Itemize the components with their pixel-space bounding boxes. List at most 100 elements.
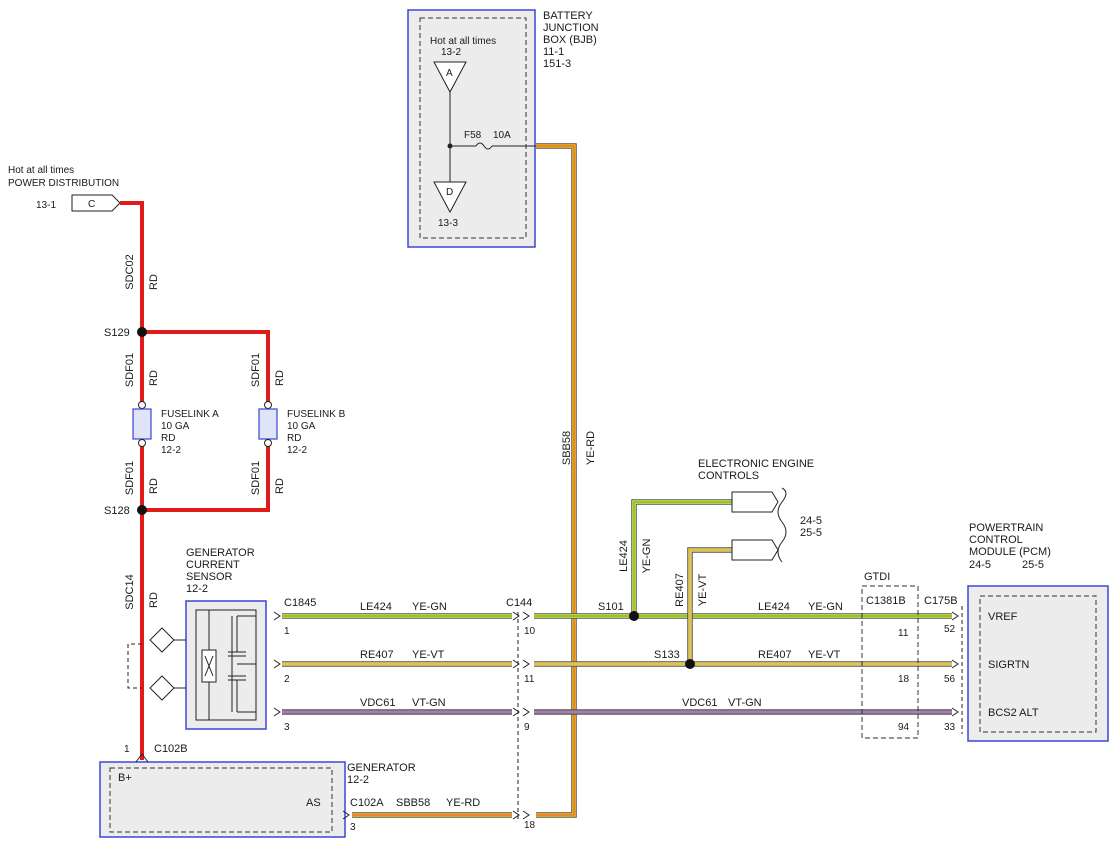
wire-re407-color-2: YE-VT — [808, 649, 841, 661]
eec-title-1: ELECTRONIC ENGINE — [698, 458, 814, 470]
conn-gtdi-label: GTDI — [864, 571, 890, 583]
wire-le424-id-2: LE424 — [758, 601, 790, 613]
bjb-inner — [419, 17, 527, 239]
wire-sdf01-a-top: SDF01 — [124, 353, 136, 387]
wire-re407-branch — [687, 547, 732, 664]
wire-sdf01-b-top: SDF01 — [250, 353, 262, 387]
fuselink-a-name: FUSELINK A — [161, 409, 219, 420]
branch-re407-color: YE-VT — [697, 574, 709, 607]
wire-sbb58-gen-id: SBB58 — [396, 797, 430, 809]
branch-le424-id: LE424 — [618, 540, 630, 572]
pcm-vref: VREF — [988, 611, 1018, 623]
eec-bracket-icon — [777, 487, 787, 563]
splice-s129-label: S129 — [104, 327, 130, 339]
gcs-title-1: GENERATOR — [186, 547, 255, 559]
c144-pin-10: 10 — [524, 626, 536, 637]
eec-title-2: CONTROLS — [698, 470, 759, 482]
bjb-ref-2: 151-3 — [543, 58, 571, 70]
fuse-amps: 10A — [493, 130, 511, 141]
branch-le424-color: YE-GN — [641, 539, 653, 574]
conn-a-letter: A — [446, 68, 453, 79]
wire-re407-id-1: RE407 — [360, 649, 394, 661]
gcs-title-3: SENSOR — [186, 571, 233, 583]
gtdi-pin-11: 11 — [898, 628, 909, 639]
c144-pin-11: 11 — [524, 674, 535, 685]
pcm-sigrtn: SIGRTN — [988, 659, 1029, 671]
bjb-title-1: BATTERY — [543, 10, 593, 22]
wire-vdc61-id-2: VDC61 — [682, 697, 717, 709]
pcm-title-1: POWERTRAIN — [969, 522, 1043, 534]
pcm-ref-2: 25-5 — [1022, 559, 1044, 571]
conn-c102a-label: C102A — [350, 797, 384, 809]
wire-sdf01-a-bot: SDF01 — [124, 461, 136, 495]
pcm-box — [967, 585, 1109, 742]
wire-vdc61-color-2: VT-GN — [728, 697, 762, 709]
generator-ref: 12-2 — [347, 774, 369, 786]
sense-diamond-top — [149, 627, 175, 653]
fuselink-b-icon — [258, 401, 278, 447]
fuse-f58-icon — [475, 142, 493, 150]
gcs-inner — [195, 609, 257, 721]
conn-c144-label: C144 — [506, 597, 532, 609]
wire-le424-id-1: LE424 — [360, 601, 392, 613]
splice-s128 — [137, 505, 147, 515]
eec-ref-1: 24-5 — [800, 515, 822, 527]
splice-s101-label: S101 — [598, 601, 624, 613]
pcm-title-2: CONTROL — [969, 534, 1023, 546]
wire-sbb58 — [536, 143, 577, 818]
fuselink-a-ref: 12-2 — [161, 445, 181, 456]
pcm-inner — [979, 595, 1097, 733]
bjb-conn-a-ref: 13-2 — [441, 47, 461, 58]
wire-sdc02-id: SDC02 — [124, 254, 136, 289]
wire-le424-color-2: YE-GN — [808, 601, 843, 613]
splice-s133 — [685, 659, 695, 669]
wire-re407-color-1: YE-VT — [412, 649, 445, 661]
eec-connector-1 — [731, 491, 779, 513]
power-hot: Hot at all times — [8, 165, 74, 176]
gtdi-pin-18: 18 — [898, 674, 910, 685]
splice-s129 — [137, 327, 147, 337]
conn-c102b-label: C102B — [154, 743, 188, 755]
fuselink-b-color: RD — [287, 433, 301, 444]
wire-sdc02-color: RD — [148, 274, 160, 290]
generator-inner — [109, 767, 333, 833]
bjb-hot: Hot at all times — [430, 36, 496, 47]
pcm-title-3: MODULE (PCM) — [969, 546, 1051, 558]
conn-c1381b-label: C1381B — [866, 595, 906, 607]
conn-c1845-label: C1845 — [284, 597, 316, 609]
c1845-pin-3: 3 — [284, 722, 290, 733]
wire-sbb58-gen-color: YE-RD — [446, 797, 480, 809]
fuselink-b-ga: 10 GA — [287, 421, 316, 432]
wire-le424-branch — [631, 499, 732, 616]
generator-box — [99, 761, 346, 838]
pcm-pin-56: 56 — [944, 674, 956, 685]
wire-sdc14-color: RD — [148, 592, 160, 608]
power-title: POWER DISTRIBUTION — [8, 178, 119, 189]
power-conn-letter: C — [88, 199, 95, 210]
branch-re407-id: RE407 — [674, 573, 686, 607]
conn-d-letter: D — [446, 187, 453, 198]
wire-sbb58-color: YE-RD — [585, 431, 597, 465]
splice-s128-label: S128 — [104, 505, 130, 517]
fuselink-a-icon — [132, 401, 152, 447]
splice-s133-label: S133 — [654, 649, 680, 661]
generator-bplus: B+ — [118, 772, 132, 784]
gcs-box — [185, 600, 267, 730]
conn-a-triangle — [433, 61, 467, 94]
power-ref: 13-1 — [36, 200, 56, 211]
bjb-title-3: BOX (BJB) — [543, 34, 597, 46]
fuselink-b-name: FUSELINK B — [287, 409, 346, 420]
fuselink-a-ga: 10 GA — [161, 421, 190, 432]
wire-rd-a-bot: RD — [148, 478, 160, 494]
c102a-pin: 3 — [350, 822, 356, 833]
splice-s101 — [629, 611, 639, 621]
bjb-ref-1: 11-1 — [543, 46, 564, 58]
bjb-box — [407, 9, 536, 248]
wire-le424-color-1: YE-GN — [412, 601, 447, 613]
gtdi-box — [861, 585, 919, 739]
wire-red-main — [120, 201, 144, 760]
pcm-ref-1: 24-5 — [969, 559, 991, 571]
fuse-f58-label: F58 — [464, 130, 482, 141]
wire-rd-b-top: RD — [274, 370, 286, 386]
